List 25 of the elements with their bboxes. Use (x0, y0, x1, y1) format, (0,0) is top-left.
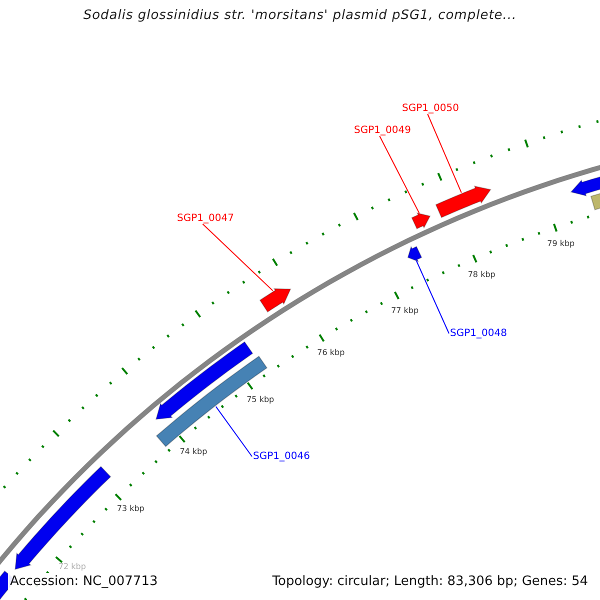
scale-label: 72 kbp (58, 563, 86, 572)
leader-line (202, 224, 274, 292)
scale-label: 73 kbp (116, 505, 144, 514)
gene-feature (259, 288, 292, 313)
gene-label: SGP1_0047 (177, 213, 234, 224)
gene-feature (411, 212, 431, 230)
gene-label: SGP1_0046 (253, 451, 310, 462)
leader-line (379, 136, 420, 214)
scale-label: 76 kbp (317, 348, 345, 358)
leader-line (416, 260, 450, 334)
gene-feature (14, 466, 112, 570)
scale-label: 78 kbp (468, 270, 496, 280)
gene-label: SGP1_0048 (450, 328, 507, 339)
scale-label: 75 kbp (246, 396, 274, 405)
scale-label: 74 kbp (180, 448, 208, 458)
leader-line (215, 406, 252, 457)
gene-feature (435, 186, 492, 218)
gene-label: SGP1_0050 (402, 103, 459, 114)
scale-label: 77 kbp (391, 306, 419, 316)
scale-label: 79 kbp (547, 240, 575, 250)
accession-text: Accession: NC_007713 (8, 573, 160, 592)
title: Sodalis glossinidius str. 'morsitans' plasmid pSG1, complete... (82, 9, 518, 24)
gene-feature (407, 246, 422, 262)
leader-line (427, 114, 462, 194)
gene-label: SGP1_0049 (354, 125, 411, 136)
